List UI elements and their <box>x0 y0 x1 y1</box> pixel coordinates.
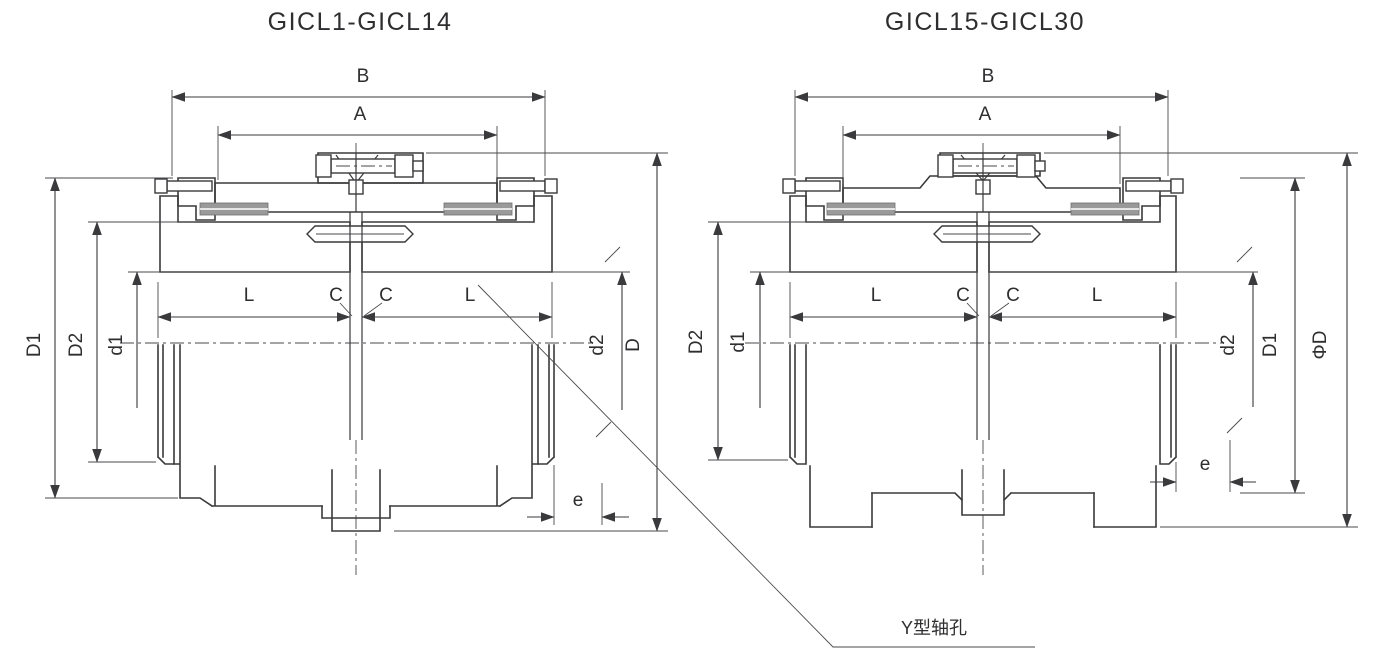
dim-label-L-left: L <box>871 285 882 306</box>
cap-screw-shank <box>499 180 546 192</box>
dim-label-e: e <box>573 490 584 511</box>
cap-screw-head <box>782 178 796 194</box>
cap-screw-shank <box>1125 180 1172 192</box>
left-coupling-fasteners <box>154 154 558 243</box>
callout-label: Y型轴孔 <box>901 618 967 638</box>
flange-bolt-nut <box>394 154 414 178</box>
right-coupling-edges <box>750 153 1258 440</box>
callout-leader-line <box>477 284 1035 648</box>
dim-label-D1: D1 <box>24 333 45 357</box>
dim-label-L-left: L <box>244 285 255 306</box>
dim-label-PhiD: ΦD <box>1310 331 1331 360</box>
dim-label-d1: d1 <box>106 334 127 355</box>
left-diagram-title: GICL1-GICL14 <box>268 8 453 36</box>
flange-bolt-nut <box>1016 154 1036 178</box>
cap-screw-head <box>544 178 558 194</box>
right-coupling-fasteners <box>782 154 1184 243</box>
dim-label-L-right: L <box>1092 285 1103 306</box>
dim-label-D1: D1 <box>1260 333 1281 357</box>
left-coupling-dimensions: B A L C C L D1 D2 d1 <box>24 66 668 532</box>
cap-screw-shank <box>794 180 841 192</box>
dim-label-e: e <box>1200 454 1211 475</box>
flange-bolt-head <box>937 154 954 178</box>
dim-label-D2: D2 <box>66 333 87 357</box>
dim-label-L-right: L <box>465 285 476 306</box>
left-coupling-edges <box>128 153 630 440</box>
cap-screw-head <box>154 178 168 194</box>
right-coupling-diagram: B A L C C L D2 d1 d2 <box>686 8 1358 575</box>
right-diagram-title: GICL15-GICL30 <box>885 8 1085 36</box>
dim-label-B: B <box>982 66 995 87</box>
dim-label-D2: D2 <box>686 330 707 354</box>
dim-label-D: D <box>623 338 644 352</box>
dim-label-A: A <box>354 104 367 125</box>
right-coupling-bottom-view <box>788 344 1178 528</box>
cap-screw-shank <box>166 180 213 192</box>
dim-label-C-left: C <box>956 285 970 306</box>
left-coupling-diagram: B A L C C L D1 D2 d1 <box>24 8 668 575</box>
cap-screw-head <box>1170 178 1184 194</box>
flange-bolt-tip <box>1034 160 1046 172</box>
dim-label-C-right: C <box>379 285 393 306</box>
dim-label-d2: d2 <box>1218 334 1239 355</box>
right-coupling-dimensions: B A L C C L D2 d1 d2 <box>686 66 1358 528</box>
flange-bolt-head <box>315 154 332 178</box>
dim-label-C-right: C <box>1006 285 1020 306</box>
shaft-hole-callout: Y型轴孔 <box>477 284 1035 648</box>
left-coupling-bottom-view <box>156 344 556 532</box>
flange-bolt-tip <box>412 160 424 172</box>
dim-label-d2: d2 <box>587 334 608 355</box>
dim-label-d1: d1 <box>728 331 749 352</box>
dim-label-A: A <box>979 104 992 125</box>
dim-label-C-left: C <box>329 285 343 306</box>
dim-label-B: B <box>357 66 370 87</box>
